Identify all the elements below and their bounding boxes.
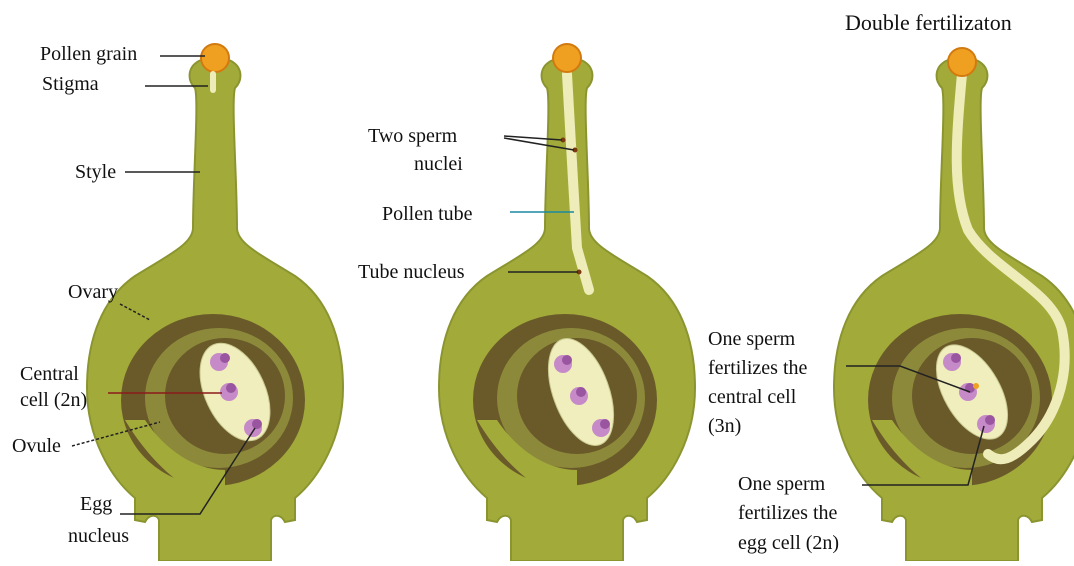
- label-egg-nucleus-1: Egg: [80, 493, 112, 515]
- panel-pollination: [87, 44, 343, 561]
- label-egg-sperm-2: fertilizes the: [738, 502, 838, 524]
- label-pollen-grain: Pollen grain: [40, 43, 137, 65]
- label-stigma: Stigma: [42, 73, 99, 95]
- pollen-grain: [553, 44, 581, 72]
- label-central-cell-1: Central: [20, 363, 79, 385]
- label-pollen-tube: Pollen tube: [382, 203, 473, 225]
- pollen-grain: [948, 48, 976, 76]
- label-central-sperm-3: central cell: [708, 386, 797, 408]
- label-double-fertilization-title: Double fertilizaton: [845, 10, 1012, 35]
- label-central-sperm-2: fertilizes the: [708, 357, 808, 379]
- label-central-sperm-1: One sperm: [708, 328, 796, 350]
- label-ovary: Ovary: [68, 281, 118, 303]
- label-ovule: Ovule: [12, 435, 61, 457]
- label-central-sperm-4: (3n): [708, 415, 741, 437]
- label-egg-sperm-1: One sperm: [738, 473, 826, 495]
- pollen-grain: [201, 44, 229, 72]
- label-style: Style: [75, 161, 116, 183]
- panel-pollen-tube-growth: [439, 44, 695, 561]
- label-egg-nucleus-2: nucleus: [68, 525, 129, 547]
- label-two-sperm-2: nuclei: [414, 153, 463, 175]
- label-egg-sperm-3: egg cell (2n): [738, 532, 839, 554]
- label-two-sperm-1: Two sperm: [368, 125, 458, 147]
- label-central-cell-2: cell (2n): [20, 389, 87, 411]
- egg-nucleus-cell: [244, 419, 262, 437]
- label-tube-nucleus: Tube nucleus: [358, 261, 465, 283]
- panel-double-fertilization: [834, 48, 1074, 561]
